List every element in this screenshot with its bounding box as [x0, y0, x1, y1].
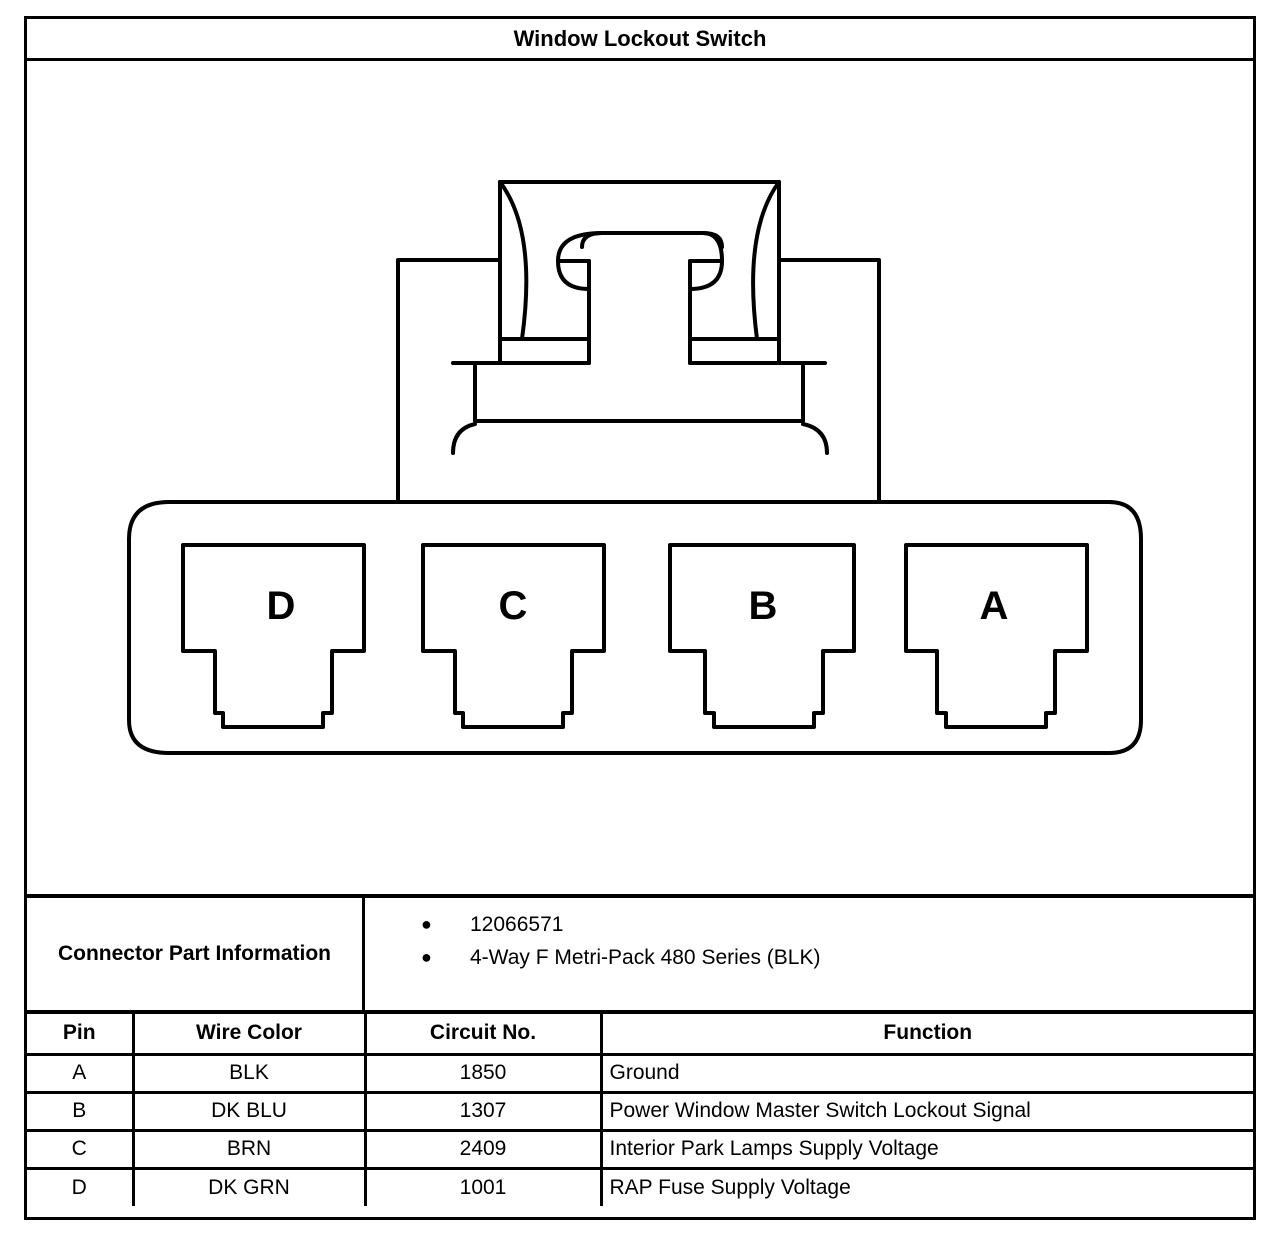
- connector-drawing: D C B A: [127, 180, 1143, 755]
- cell-wire-color: BRN: [133, 1130, 367, 1170]
- table-row: C BRN 2409 Interior Park Lamps Supply Vo…: [27, 1130, 1253, 1170]
- connector-sheet: Window Lockout Switch: [24, 16, 1256, 1220]
- header-pin: Pin: [27, 1014, 135, 1056]
- cell-function: Ground: [601, 1054, 1253, 1094]
- cell-pin: B: [27, 1092, 135, 1132]
- cell-wire-color: DK GRN: [133, 1168, 367, 1206]
- header-circuit: Circuit No.: [365, 1014, 603, 1056]
- part-info-item: ● 12066571: [365, 908, 1253, 941]
- cell-pin: A: [27, 1054, 135, 1094]
- header-function: Function: [601, 1014, 1253, 1056]
- pin-table-header: Pin Wire Color Circuit No. Function: [27, 1014, 1253, 1056]
- pin-label-c: C: [499, 584, 528, 628]
- lock-tab: [396, 180, 881, 504]
- header-wire-color: Wire Color: [133, 1014, 367, 1056]
- pin-cavity-b: [668, 543, 856, 729]
- cell-wire-color: DK BLU: [133, 1092, 367, 1132]
- cell-function: Power Window Master Switch Lockout Signa…: [601, 1092, 1253, 1132]
- pin-cavity-d: [181, 543, 366, 729]
- pin-table: Pin Wire Color Circuit No. Function A BL…: [27, 1014, 1253, 1206]
- bullet-icon: ●: [421, 914, 432, 934]
- pin-label-b: B: [749, 584, 778, 628]
- cell-circuit: 1850: [365, 1054, 603, 1094]
- cell-circuit: 1001: [365, 1168, 603, 1206]
- table-row: B DK BLU 1307 Power Window Master Switch…: [27, 1092, 1253, 1132]
- part-info-item: ● 4-Way F Metri-Pack 480 Series (BLK): [365, 941, 1253, 974]
- cell-function: RAP Fuse Supply Voltage: [609, 1175, 851, 1199]
- cell-function: Interior Park Lamps Supply Voltage: [601, 1130, 1253, 1170]
- page-title: Window Lockout Switch: [27, 19, 1253, 61]
- part-description: 4-Way F Metri-Pack 480 Series (BLK): [470, 946, 821, 969]
- table-row: A BLK 1850 Ground: [27, 1054, 1253, 1094]
- pin-cavity-a: [904, 543, 1089, 729]
- cell-wire-color: BLK: [133, 1054, 367, 1094]
- cell-pin: C: [27, 1130, 135, 1170]
- part-info-row: Connector Part Information ● 12066571 ● …: [27, 894, 1253, 1014]
- connector-body: [127, 500, 1143, 755]
- table-row: D DK GRN 1001 RAP Fuse Supply Voltage: [27, 1168, 1253, 1206]
- cell-pin: D: [27, 1168, 135, 1206]
- bullet-icon: ●: [421, 947, 432, 967]
- cell-circuit: 1307: [365, 1092, 603, 1132]
- cell-circuit: 2409: [365, 1130, 603, 1170]
- part-info-label: Connector Part Information: [27, 898, 365, 1010]
- connector-diagram: D C B A: [27, 61, 1253, 894]
- pin-label-d: D: [267, 584, 296, 628]
- part-number: 12066571: [470, 913, 564, 936]
- pin-cavity-c: [421, 543, 606, 729]
- part-info-list: ● 12066571 ● 4-Way F Metri-Pack 480 Seri…: [365, 898, 1253, 1020]
- pin-label-a: A: [980, 584, 1009, 628]
